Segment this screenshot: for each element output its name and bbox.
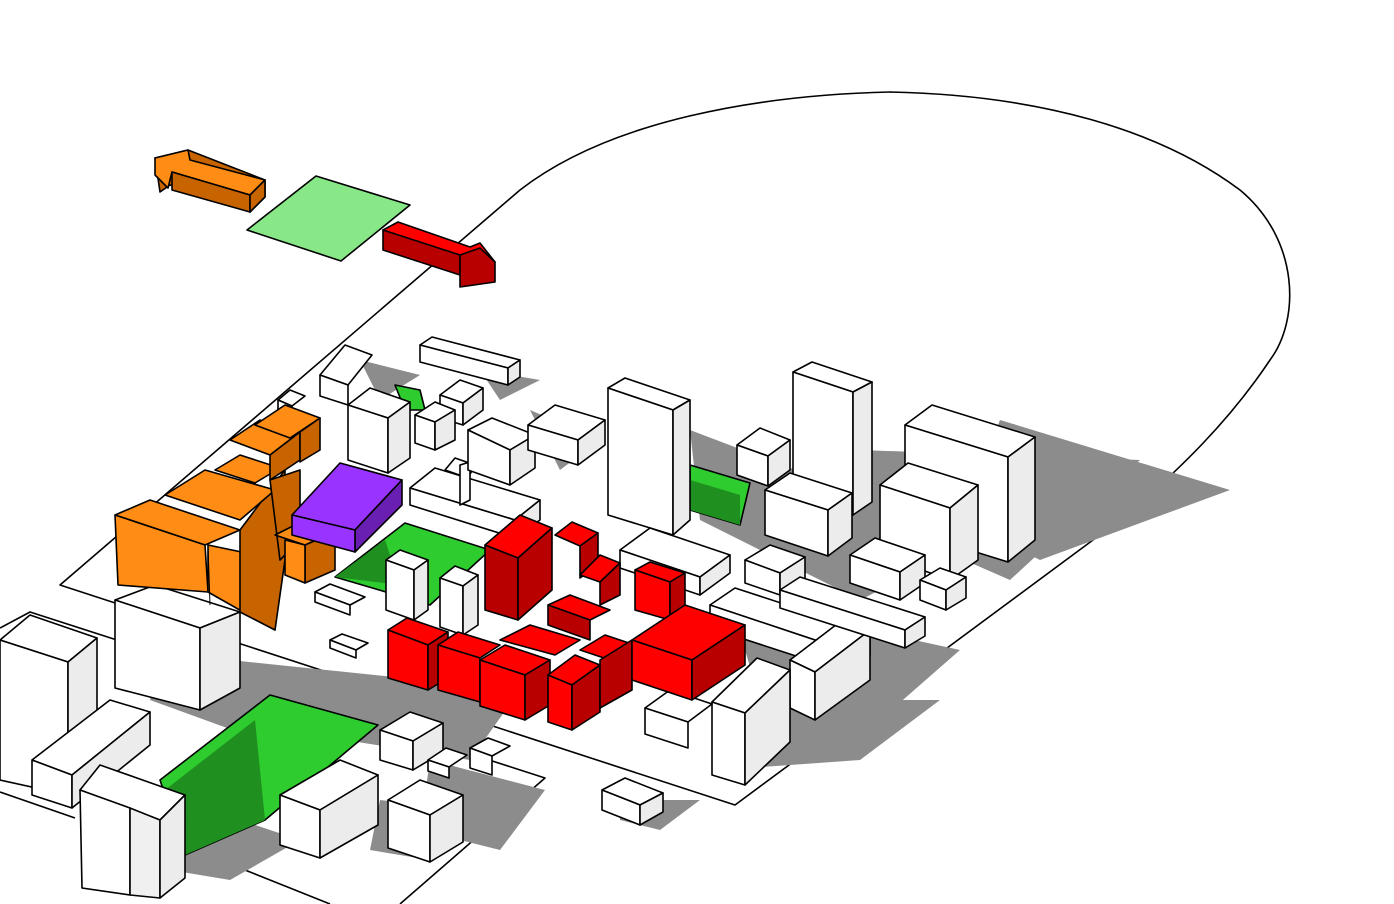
lower-parcel-edge (239, 867, 331, 904)
legend-orange-arrow (154, 149, 266, 213)
legend-green-square (246, 175, 411, 262)
park-east-shadow (690, 480, 740, 525)
purple-building (291, 462, 403, 553)
park-central-shadow (335, 540, 400, 585)
park-south-shadow (165, 720, 265, 855)
white-buildings (0, 336, 1036, 899)
red-complex (387, 514, 746, 731)
left-street-edge (0, 791, 76, 819)
legend-red-arrow (382, 221, 496, 288)
district-boundary (59, 91, 1291, 806)
